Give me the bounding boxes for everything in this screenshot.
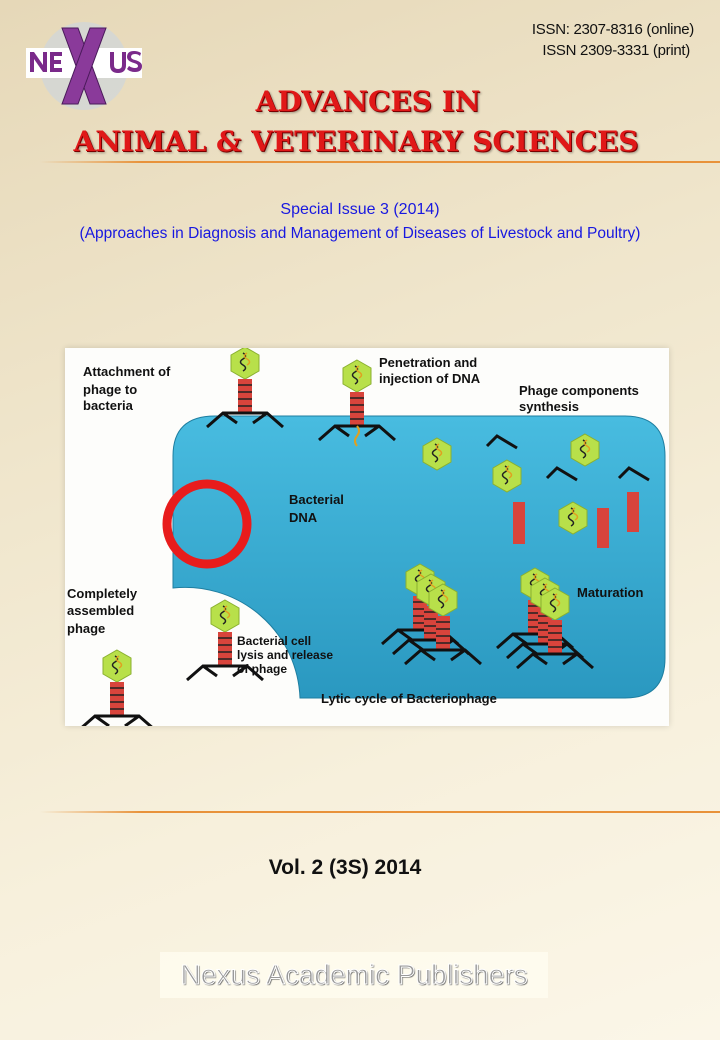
nexus-logo [26,22,142,110]
issn-print: ISSN 2309-3331 (print) [542,42,690,59]
phage-attaching [205,345,285,429]
journal-title-line1: ADVANCES IN [255,85,481,118]
label-maturation: Maturation [577,585,644,600]
journal-title-line2: ANIMAL & VETERINARY SCIENCES [73,125,639,158]
special-issue-subtitle: (Approaches in Diagnosis and Management … [79,225,641,242]
divider-bottom [40,811,720,813]
volume-info: Vol. 2 (3S) 2014 [268,856,422,879]
special-issue: Special Issue 3 (2014) [280,201,440,218]
bacterial-dna-ring [162,479,252,569]
figure-caption: Lytic cycle of Bacteriophage [321,691,497,706]
phage-assembled [77,648,157,732]
publisher-banner [160,952,548,998]
divider-top [40,161,720,163]
issn-online: ISSN: 2307-8316 (online) [531,21,694,38]
publisher-name: Nexus Academic Publishers [180,959,528,991]
